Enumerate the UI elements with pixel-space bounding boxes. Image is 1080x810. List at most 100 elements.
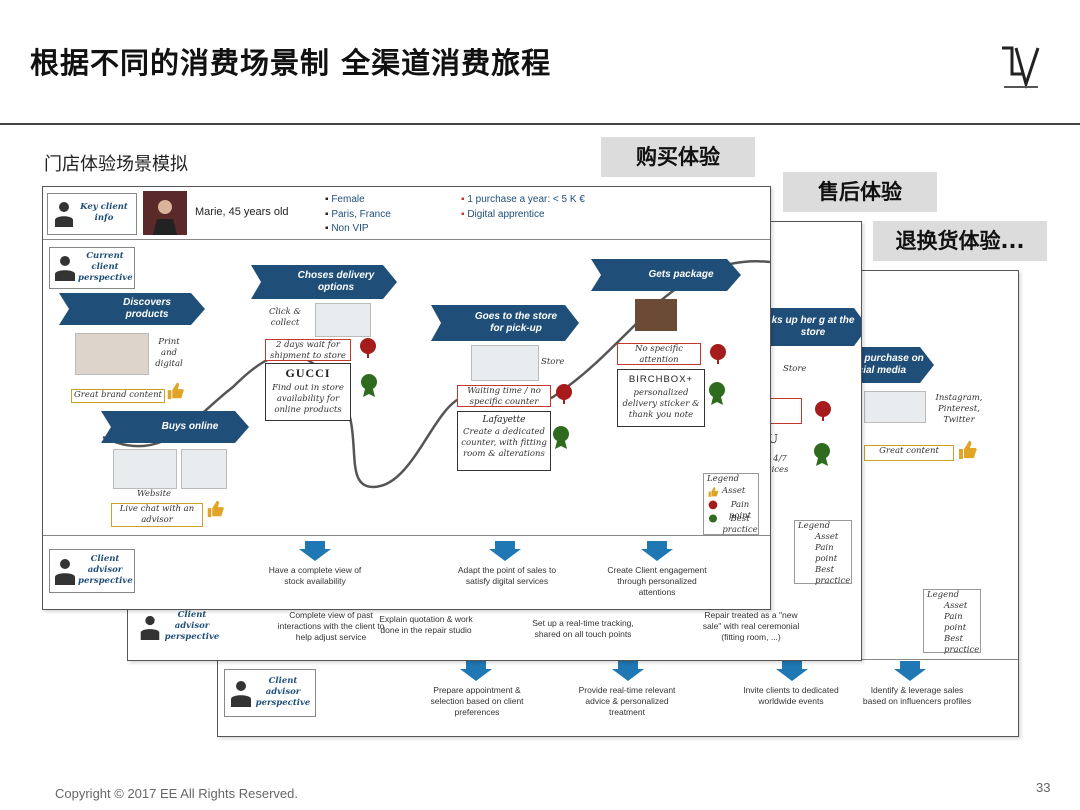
best-practice-icon	[707, 381, 727, 409]
back-legend: Legend Asset Pain point Best practice	[923, 589, 981, 655]
step-5-label: Gets package	[648, 269, 714, 280]
step-4-number: 4	[451, 317, 457, 328]
waiting-time-box: Waiting time / no specific counter	[457, 385, 551, 407]
best-practice-icon	[551, 425, 571, 453]
step-1-label: Discovers products	[123, 297, 171, 320]
middle-pain-box	[768, 398, 802, 424]
step-3-number: 3	[271, 276, 277, 287]
livechat-box: Live chat with an advisor	[111, 503, 203, 527]
website-label: Website	[136, 489, 172, 499]
middle-step-label: ks up her g at the store	[771, 315, 855, 338]
pain-point-icon	[707, 343, 729, 369]
brand-content-box: Great brand content	[71, 389, 165, 403]
middle-advisor-4: Repair treated as a "new sale" with real…	[702, 610, 800, 642]
middle-step-arrow: ks up her g at the store	[758, 308, 861, 346]
legend-asset: Asset	[722, 486, 746, 496]
middle-advisor-box: Client advisor perspective	[134, 610, 224, 644]
advisor-icon	[55, 559, 75, 585]
middle-advisor-1: Complete view of past interactions with …	[277, 610, 385, 642]
best-practice-icon	[359, 373, 379, 401]
legend-best: Best practice	[722, 514, 758, 535]
brand-logo	[1000, 44, 1042, 92]
bullet-gender: ▪ Female	[325, 194, 365, 205]
middle-legend: Legend Asset Pain point Best practice	[794, 520, 852, 586]
asset-icon	[708, 487, 719, 497]
tag-aftersales-experience: 售后体验	[783, 172, 937, 212]
page-number: 33	[1036, 780, 1051, 795]
client-photo	[143, 191, 187, 235]
middle-store: Store	[783, 364, 807, 374]
legend-best: Best practice	[815, 565, 851, 586]
back-advisor-box: Client advisor perspective	[224, 669, 316, 717]
print-digital-image	[75, 333, 149, 375]
key-client-info-label: Key client info	[80, 202, 128, 223]
copyright: Copyright © 2017 EE All Rights Reserved.	[55, 786, 298, 801]
middle-partial-ices: 4/7 ices	[771, 454, 789, 475]
front-legend: Legend Asset Pain point Best practice	[703, 473, 759, 535]
legend-title: Legend	[927, 590, 960, 600]
wait-shipment-box: 2 days wait for shipment to store	[265, 339, 351, 361]
middle-advisor-2: Explain quotation & work done in the rep…	[379, 614, 473, 635]
back-advisor-1: Prepare appointment & selection based on…	[430, 685, 524, 717]
step-1-arrow: 1 Discovers products	[59, 293, 205, 325]
middle-pain-icon	[812, 400, 834, 426]
legend-row-pain: Pain point	[704, 499, 758, 521]
step-2-label: Buys online	[161, 421, 219, 432]
best-icon	[709, 514, 717, 523]
thumbs-up-icon	[205, 499, 225, 523]
step-5-number: 5	[613, 269, 619, 280]
pain-point-icon	[357, 337, 379, 363]
back-advisor-label: Client advisor perspective	[255, 676, 311, 708]
back-advisor-3: Invite clients to dedicated worldwide ev…	[743, 685, 839, 706]
back-advisor-4: Identify & leverage sales based on influ…	[862, 685, 972, 706]
middle-advisor-3: Set up a real-time tracking, shared on a…	[532, 618, 634, 639]
legend-best: Best practice	[944, 634, 980, 655]
middle-partial-u: U	[768, 432, 779, 446]
birchbox-practice-note: personalized delivery sticker & thank yo…	[622, 388, 700, 420]
front-top-divider	[43, 239, 770, 240]
step-1-number: 1	[79, 303, 85, 314]
legend-pain: Pain point	[944, 612, 967, 633]
back-down-arrows	[460, 661, 926, 681]
middle-best-icon	[812, 442, 832, 470]
legend-pain: Pain point	[728, 500, 752, 521]
bullet-digital: ▪ Digital apprentice	[461, 208, 545, 220]
legend-row-best: Best practice	[704, 513, 758, 535]
step-5-arrow: 5 Gets package	[591, 259, 741, 291]
lafayette-practice-note: Create a dedicated counter, with fitting…	[461, 427, 547, 459]
front-advisor-1: Have a complete view of stock availabili…	[268, 565, 362, 586]
website-screenshot	[113, 449, 177, 489]
journey-curve	[102, 260, 770, 489]
section-subtitle: 门店体验场景模拟	[44, 154, 188, 175]
great-content-box: Great content	[864, 445, 954, 461]
livechat-screenshot	[181, 449, 227, 489]
tag-returns-experience: 退换货体验...	[873, 221, 1047, 261]
click-collect-screenshot	[315, 303, 371, 337]
store-label: Store	[541, 357, 565, 367]
front-advisor-box: Client advisor perspective	[49, 549, 135, 593]
thumbs-up-icon	[956, 439, 978, 465]
lafayette-logo-text: Lafayette	[482, 415, 526, 425]
tag-buy-experience: 购买体验	[601, 137, 755, 177]
bullet-location: ▪ Paris, France	[325, 208, 391, 220]
front-journey-card: Key client info Marie, 45 years old ▪ Fe…	[42, 186, 771, 610]
legend-title: Legend	[798, 521, 831, 531]
client-name: Marie, 45 years old	[195, 206, 289, 218]
legend-title: Legend	[707, 474, 740, 484]
legend-row-asset: Asset	[704, 485, 758, 499]
gucci-logo-text: GUCCI	[285, 366, 331, 380]
client-bullets-left: ▪ Female ▪ Paris, France ▪ Non VIP	[325, 193, 391, 237]
client-perspective-label: Current client perspective	[78, 251, 133, 283]
step-2-number: 2	[123, 421, 129, 432]
bullet-purchases: ▪ 1 purchase a year: < 5 K €	[461, 194, 585, 205]
front-advisor-2: Adapt the point of sales to satisfy digi…	[457, 565, 557, 586]
pain-point-icon	[553, 383, 575, 409]
client-bullets-right: ▪ 1 purchase a year: < 5 K € ▪ Digital a…	[461, 193, 585, 222]
step-4-arrow: 4 Goes to the store for pick-up	[431, 305, 579, 341]
lafayette-practice-box: Lafayette Create a dedicated counter, wi…	[457, 411, 551, 471]
birchbox-practice-box: BIRCHBOX+ personalized delivery sticker …	[617, 369, 705, 427]
legend-asset: Asset	[815, 532, 839, 542]
package-image	[635, 299, 677, 331]
step-3-label: Choses delivery options	[297, 270, 375, 293]
front-advisor-3: Create Client engagement through persona…	[607, 565, 707, 597]
